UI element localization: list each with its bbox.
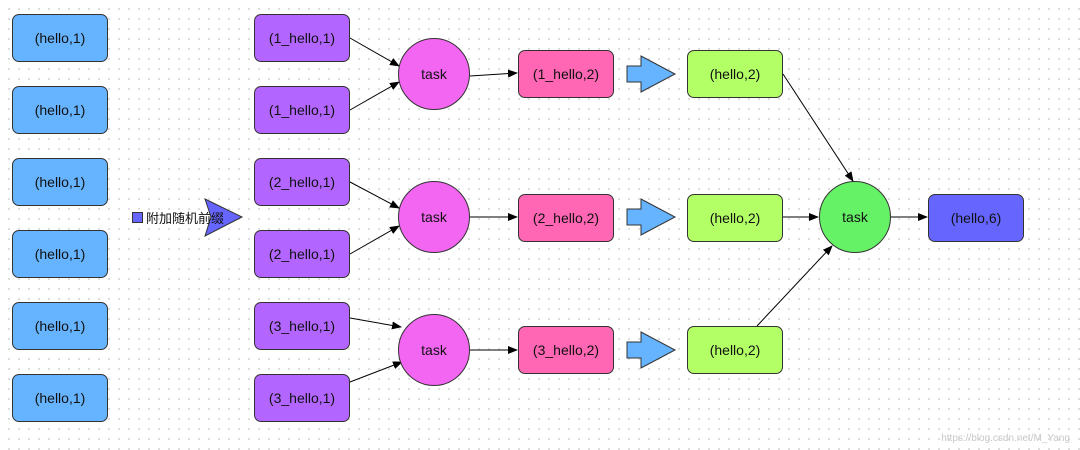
block-arrow-icon (626, 331, 677, 369)
prefix-step-text: 附加随机前缀 (146, 210, 225, 226)
source-record: (hello,1) (12, 230, 108, 278)
edge-prefix3-task2 (349, 181, 400, 209)
source-record: (hello,1) (12, 14, 108, 62)
group-result: (hello,2) (687, 326, 783, 374)
prefixed-record: (3_hello,1) (254, 374, 350, 422)
edge-prefix4-task2 (349, 225, 400, 255)
partial-result: (1_hello,2) (518, 50, 614, 98)
task-node: task (398, 314, 470, 386)
task-node: task (398, 181, 470, 253)
edge-group1-final-task (782, 73, 854, 182)
prefixed-record: (1_hello,1) (254, 14, 350, 62)
partial-result: (3_hello,2) (518, 326, 614, 374)
edge-prefix5-task3 (349, 317, 402, 330)
prefix-swatch-icon (132, 211, 143, 223)
prefix-step-label: 附加随机前缀 (132, 208, 224, 226)
block-arrow-icon (626, 198, 677, 236)
prefixed-record: (1_hello,1) (254, 86, 350, 134)
partial-result: (2_hello,2) (518, 194, 614, 242)
prefixed-record: (2_hello,1) (254, 230, 350, 278)
prefixed-record: (2_hello,1) (254, 158, 350, 206)
group-result: (hello,2) (687, 194, 783, 242)
edge-task1-partial1 (469, 69, 518, 78)
source-record: (hello,1) (12, 158, 108, 206)
prefixed-record: (3_hello,1) (254, 302, 350, 350)
block-arrow-icon (626, 55, 677, 93)
source-record: (hello,1) (12, 86, 108, 134)
group-result: (hello,2) (687, 50, 783, 98)
source-record: (hello,1) (12, 374, 108, 422)
source-record: (hello,1) (12, 302, 108, 350)
watermark: https://blog.csdn.net/M_Yang (941, 433, 1070, 444)
task-node: task (398, 38, 470, 110)
edge-group3-final-task (756, 245, 833, 327)
edge-prefix1-task1 (349, 37, 400, 67)
final-result: (hello,6) (928, 194, 1024, 242)
edge-prefix2-task1 (349, 81, 400, 111)
edge-prefix6-task3 (349, 361, 403, 383)
prefix-arrow-icon (204, 198, 244, 237)
final-task-node: task (819, 181, 891, 253)
